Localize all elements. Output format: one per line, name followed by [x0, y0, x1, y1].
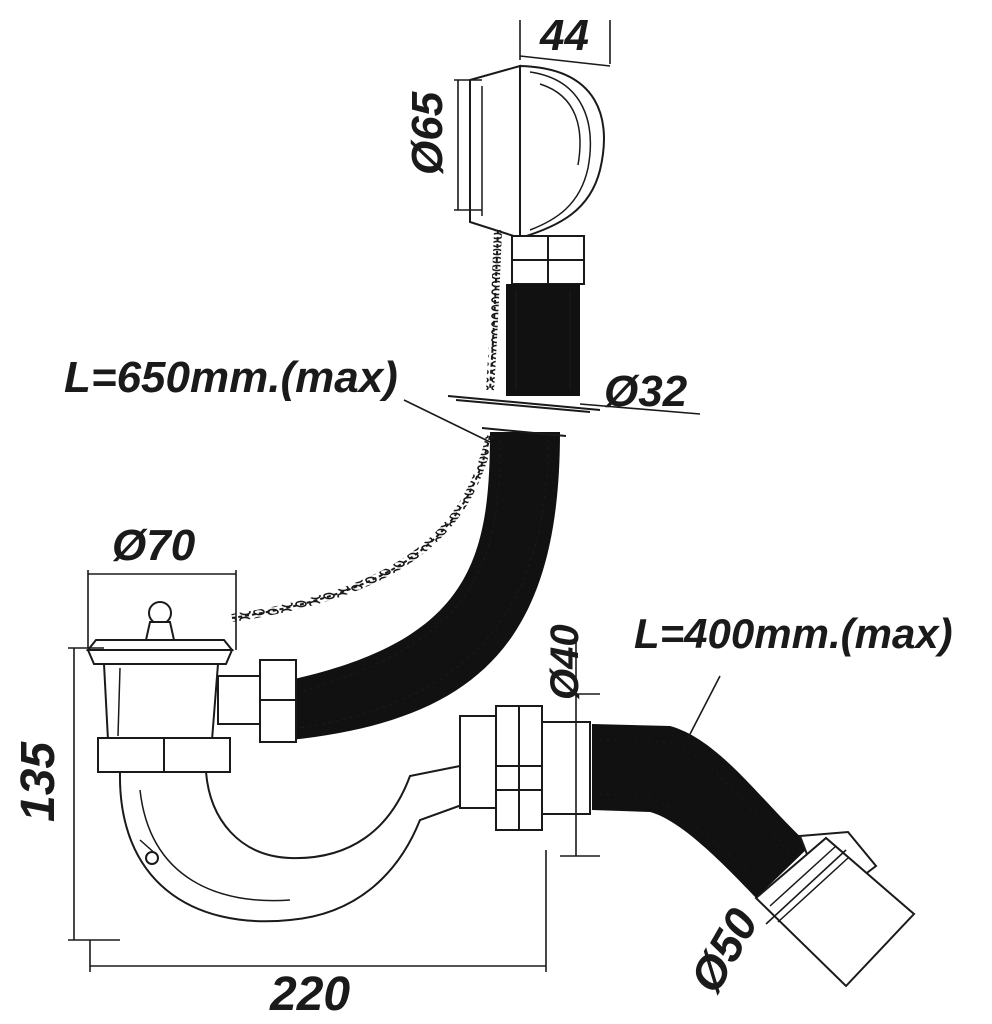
dim-height: 135	[12, 741, 65, 822]
dim-overflow-hose-diameter: Ø32	[604, 367, 688, 416]
dim-overflow-hose-length: L=650mm.(max)	[64, 353, 398, 402]
overflow-head	[469, 64, 605, 285]
drain-adapter	[754, 830, 916, 988]
dim-drain-hose-length: L=400mm.(max)	[634, 610, 953, 657]
dim-plug-diameter: Ø70	[112, 521, 196, 570]
dim-outlet-diameter: Ø40	[543, 624, 587, 700]
dimension-lines	[68, 20, 847, 972]
plug-waste	[85, 601, 297, 773]
drain-hose	[592, 724, 810, 898]
dim-overflow-diameter: Ø65	[403, 91, 452, 175]
dim-overflow-width: 44	[539, 11, 589, 60]
overflow-hose	[290, 284, 601, 740]
dim-width: 220	[269, 968, 350, 1021]
dim-drain-diameter: Ø50	[680, 899, 769, 1001]
trap	[118, 705, 591, 923]
plug-chain	[231, 229, 502, 622]
